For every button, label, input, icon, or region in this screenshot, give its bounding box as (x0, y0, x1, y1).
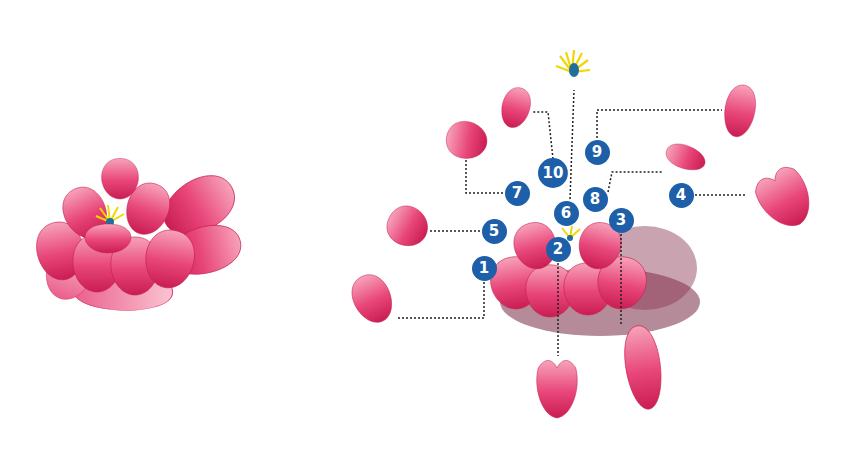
leader-line (398, 282, 484, 318)
pistil (569, 63, 579, 77)
leader-line (557, 263, 559, 356)
leader-line (597, 110, 722, 138)
callout-circle-fill (482, 219, 507, 244)
petal (497, 84, 534, 130)
callout-number: 5 (489, 224, 499, 239)
leader-line (695, 194, 745, 196)
callout-circle: 7 (505, 181, 530, 206)
leader-line (570, 90, 574, 199)
callout-number: 10 (543, 166, 564, 181)
callout-circle-fill (609, 208, 634, 233)
callout-circle: 2 (546, 237, 571, 262)
callout-circle-fill (538, 158, 568, 188)
callout-circle: 5 (482, 219, 507, 244)
leader-line (430, 230, 480, 232)
petal (345, 269, 399, 329)
callout-circle: 9 (585, 140, 610, 165)
callout-circle: 1 (472, 256, 497, 281)
stamen (96, 205, 124, 226)
petal (444, 118, 490, 161)
leader-lines (398, 90, 745, 356)
callout-circle: 10 (538, 158, 568, 188)
callout-circle-fill (554, 201, 579, 226)
petal (102, 158, 139, 199)
callout-number: 3 (616, 213, 626, 228)
callout-number: 4 (676, 188, 686, 203)
petal (750, 162, 821, 236)
callout-circle-fill (669, 183, 694, 208)
petal (721, 83, 760, 140)
callout-circle-fill (505, 181, 530, 206)
pistil (567, 235, 573, 241)
callout-circle-fill (472, 256, 497, 281)
callout-number: 2 (553, 242, 563, 257)
callout-number: 9 (592, 145, 602, 160)
callout-number: 1 (479, 261, 489, 276)
callout-number: 8 (590, 192, 600, 207)
leader-line (532, 112, 553, 159)
separated-petals (345, 50, 821, 418)
petal (85, 224, 131, 253)
leader-line (608, 172, 662, 192)
callout-circle: 4 (669, 183, 694, 208)
callout-circle-fill (546, 237, 571, 262)
callout-number: 7 (512, 186, 522, 201)
petal (141, 226, 199, 292)
callout-circle: 6 (554, 201, 579, 226)
callout-circle: 3 (609, 208, 634, 233)
whole-flower (32, 158, 246, 310)
leader-line (620, 234, 622, 325)
callout-circle-fill (583, 187, 608, 212)
stamen (556, 50, 590, 77)
exploded-flower (487, 218, 700, 336)
petal (380, 199, 435, 253)
callout-circle: 8 (583, 187, 608, 212)
leader-line (466, 160, 503, 193)
callout-circle-fill (585, 140, 610, 165)
petal (537, 360, 578, 418)
callout-number: 6 (561, 206, 571, 221)
petal (620, 323, 666, 411)
petal (663, 139, 709, 175)
